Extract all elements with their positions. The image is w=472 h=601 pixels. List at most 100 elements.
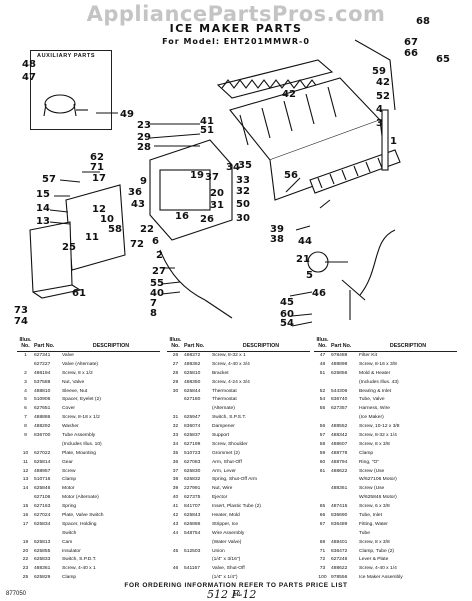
illus-number: 32	[172, 424, 179, 430]
callout-72: 72	[130, 239, 144, 250]
part-description: W/627106 Motor)	[359, 477, 397, 483]
callout-45: 45	[280, 297, 294, 308]
parts-row: (Includes Illus. 43)	[314, 379, 457, 388]
part-number: 625837	[184, 433, 201, 439]
callout-56: 56	[284, 170, 298, 181]
part-number: 488810	[34, 388, 51, 394]
illus-number: 10	[22, 450, 29, 456]
callout-29: 29	[137, 132, 151, 143]
illus-number: 16	[22, 513, 29, 519]
part-number: 625832	[184, 477, 201, 483]
illus-number: 72	[319, 557, 326, 563]
part-number: 488401	[331, 539, 348, 545]
illus-number: 67	[319, 521, 326, 527]
illus-number: 33	[172, 433, 179, 439]
part-description: Screw, 10-12 x 3/8	[359, 424, 400, 430]
part-number: 625843	[184, 513, 201, 519]
part-number: 488622	[331, 566, 348, 572]
parts-row: 43 626886 Stripper, Ice	[167, 521, 310, 530]
callout-10: 10	[100, 214, 114, 225]
illus-number: 57	[319, 433, 326, 439]
callout-11: 11	[85, 232, 99, 243]
part-description: Screw	[62, 468, 76, 474]
part-description: Clamp	[359, 450, 374, 456]
part-number: 626886	[184, 521, 201, 527]
callout-1: 1	[390, 136, 397, 147]
part-number: 512503	[184, 548, 201, 554]
illus-number: 43	[172, 521, 179, 527]
callout-36: 36	[128, 187, 142, 198]
illus-number: 46	[172, 566, 179, 572]
part-description: Bearing & Inlet	[359, 388, 392, 394]
parts-row: W/627106 Motor)	[314, 476, 457, 485]
illus-number: 38	[172, 477, 179, 483]
illus-number: 60	[319, 459, 326, 465]
callout-52: 52	[376, 91, 390, 102]
page-number: 12	[233, 591, 241, 598]
callout-42: 42	[282, 89, 296, 100]
part-description: (Ice Maker)	[359, 415, 384, 421]
part-description: Lever & Plate	[359, 557, 389, 563]
part-description: Spacer, Eyelet (2)	[62, 397, 101, 403]
callout-19: 19	[190, 170, 204, 181]
handwritten-note: 512 F-12	[207, 588, 257, 601]
header-part: Part No.	[184, 343, 205, 349]
part-description: Insulator	[62, 548, 81, 554]
illus-number: 71	[319, 548, 326, 554]
part-description: Tube Assembly	[62, 433, 96, 439]
callout-2: 2	[156, 250, 163, 261]
part-description: Ejector	[212, 495, 228, 501]
model-line: For Model: EHT201MMWR-0	[162, 37, 310, 46]
part-number: 510723	[184, 450, 201, 456]
part-number: 544306	[331, 388, 348, 394]
part-number: 627022	[34, 450, 51, 456]
part-number: 625810	[184, 370, 201, 376]
callout-38: 38	[270, 234, 284, 245]
part-number: 488794	[331, 459, 348, 465]
parts-row: Switch	[17, 530, 160, 539]
callout-13: 13	[36, 216, 50, 227]
illus-number: 22	[22, 557, 29, 563]
callout-60: 60	[280, 309, 294, 320]
illus-number: 47	[319, 353, 326, 358]
part-description: Bracket	[212, 370, 229, 376]
illus-number: 56	[319, 424, 326, 430]
part-description: Screw, 8 x 3/8	[359, 441, 390, 447]
part-description: Spring	[62, 504, 77, 510]
illus-number: 35	[172, 450, 179, 456]
part-number: 488342	[331, 433, 348, 439]
part-description: Valve (Alternate)	[62, 361, 99, 367]
part-description: Screw, 8-32 x 1	[212, 353, 246, 358]
watermark: AppliancePartsPros.com	[86, 2, 386, 26]
part-description: Clamp, Tube (2)	[359, 548, 395, 554]
callout-42b: 42	[376, 77, 390, 88]
part-number: 836074	[184, 424, 201, 430]
part-number: 625844	[184, 388, 201, 394]
illus-number: 25	[22, 575, 29, 581]
part-description: Stripper, Ice	[212, 521, 239, 527]
callout-32: 32	[236, 186, 250, 197]
illus-number: 11	[22, 459, 29, 465]
header-illus: Illus. No.	[169, 337, 182, 349]
